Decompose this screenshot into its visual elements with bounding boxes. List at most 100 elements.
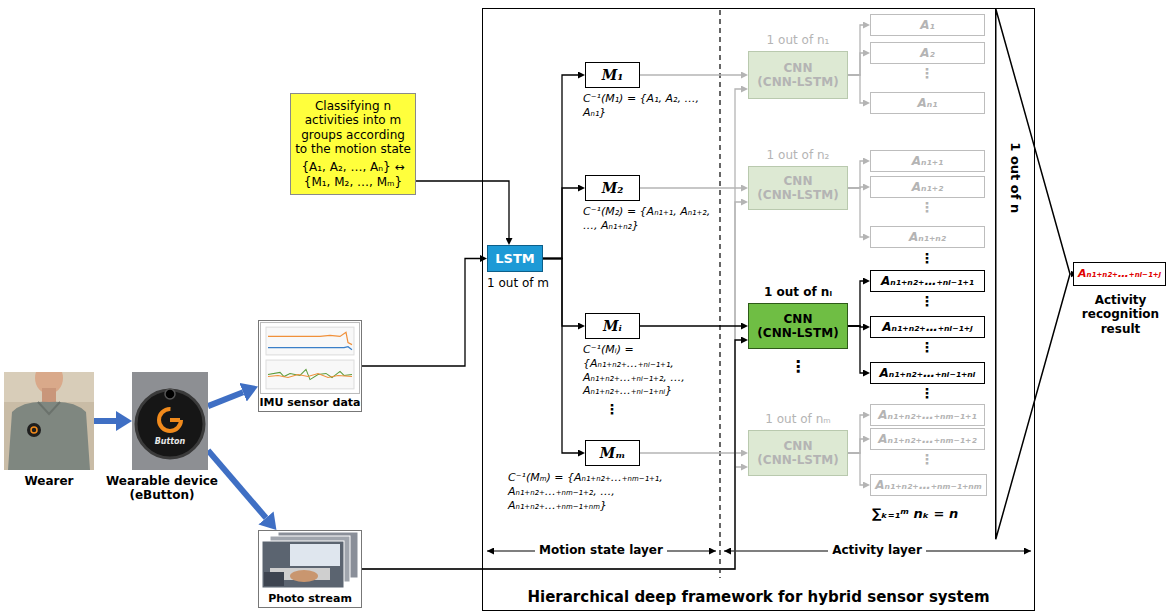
- connector-arrow: [848, 453, 863, 485]
- text-word: Mₘ}: [377, 175, 402, 189]
- text-word: Aₙ₁₊ₙ₂₊…₊ₙₘ₋₁₊₁: [878, 408, 976, 422]
- connector-arrow: [848, 326, 863, 373]
- activity-box: Aₙ₁₊ₙ₂₊…₊ₙᵢ₋₁₊ⱼ: [870, 316, 985, 338]
- text-word: framework: [681, 588, 772, 606]
- activity-box: Aₙ₁₊ₙ₂₊…₊ₙₘ₋₁₊₂: [870, 428, 985, 450]
- text-word: C⁻¹(M₁): [583, 92, 623, 105]
- data-flow-arrow: [94, 418, 116, 424]
- result-box: Aₙ₁₊ₙ₂₊…₊ₙᵢ₋₁₊ⱼActivity recognition resu…: [1073, 262, 1166, 286]
- node-label: Mᵢ: [603, 318, 622, 335]
- text-word: groups: [301, 128, 342, 142]
- node-label: CNN (CNN-LSTM): [753, 61, 843, 90]
- text-word: Aₙ₁: [917, 96, 937, 110]
- node-label: Classifying n activities into m groups a…: [295, 99, 411, 157]
- text-word: =: [627, 92, 636, 105]
- node-label: CNN (CNN-LSTM): [753, 174, 843, 203]
- layer-name: Motion state layer: [535, 543, 667, 558]
- text-word: n: [949, 506, 958, 521]
- connector-arrow: [848, 53, 863, 75]
- text-word: (CNN-LSTM): [757, 326, 838, 340]
- text-word: Aₙ₁}: [583, 106, 606, 119]
- lstm-box: LSTM: [487, 245, 543, 272]
- text-word: layer: [629, 543, 663, 557]
- text-word: nᵢ: [821, 285, 832, 299]
- text-word: ⋮: [605, 401, 619, 417]
- text-word: M₂: [602, 180, 624, 196]
- text-word: {Aₙ₁₊ₙ₂₊…₊ₙᵢ₋₁₊₁,: [583, 357, 674, 370]
- node-label: M₁: [602, 67, 624, 84]
- text-word: of: [803, 285, 816, 299]
- activity-box: A₁: [870, 14, 985, 36]
- text-word: Aₙ₁₊ₙ₂₊…₊ₙᵢ₋₁₊ⱼ: [882, 320, 972, 334]
- connector-arrow: [543, 75, 578, 259]
- text-word: 1: [487, 276, 495, 290]
- text-word: ↔: [395, 160, 405, 174]
- node-label: A₁: [920, 18, 935, 32]
- text-word: 1: [765, 412, 773, 426]
- selection-note: 1 out of n₁: [748, 33, 848, 48]
- motion-state-box: Mᵢ: [585, 313, 640, 339]
- ellipsis-dots: ⋮: [920, 251, 934, 266]
- text-word: CNN: [784, 174, 813, 188]
- text-word: ∑ₖ₌₁ᵐ: [872, 506, 909, 521]
- text-word: CNN: [784, 61, 813, 75]
- node-label: Aₙ₁₊ₙ₂₊…₊ₙₘ₋₁₊₁: [878, 408, 976, 422]
- text-word: data: [333, 396, 361, 409]
- node-label: Aₙ₁₊ₙ₂₊…₊ₙᵢ₋₁₊₁: [881, 274, 974, 288]
- text-word: ⋮: [920, 339, 934, 355]
- node-label: Aₙ₁₊ₙ₂₊…₊ₙᵢ₋₁₊ⱼ: [882, 320, 972, 334]
- connector-arrow: [848, 439, 863, 453]
- ellipsis-dots: ⋮: [790, 358, 806, 376]
- activity-box: A₂: [870, 42, 985, 64]
- selection-note: 1 out of nₘ: [748, 412, 848, 427]
- node-label: M₂: [602, 180, 624, 197]
- data-flow-arrow: [208, 392, 243, 406]
- connector-arrow: [848, 161, 863, 188]
- text-word: stream: [308, 592, 352, 605]
- text-word: Aₙ₁₊ₙ₂₊…₊ₙᵢ₋₁₊₁: [881, 274, 974, 288]
- text-word: 1: [1008, 142, 1023, 151]
- text-word: Classifying: [315, 99, 380, 113]
- text-word: out: [776, 285, 799, 299]
- text-word: activities: [305, 113, 359, 127]
- text-word: Aₙ₁₊₂: [912, 180, 944, 194]
- text-word: Aₙ₁₊ₙ₂₊…₊ₙₘ₋₁₊₂: [878, 432, 976, 446]
- selection-note: 1 out of nᵢ: [748, 285, 848, 300]
- group-mapping: C⁻¹(Mₘ) = {Aₙ₁₊ₙ₂₊…₊ₙₘ₋₁₊₁, Aₙ₁₊ₙ₂₊…₊ₙₘ₋…: [508, 471, 713, 512]
- text-word: result: [1101, 322, 1141, 336]
- photo-illustration: [260, 532, 360, 590]
- node-label: Wearer: [4, 474, 94, 488]
- connector-arrow: [362, 202, 741, 569]
- text-word: =: [554, 471, 563, 484]
- text-word: Motion: [539, 543, 586, 557]
- connector-arrow: [640, 74, 741, 75]
- cnn-box: CNN (CNN-LSTM): [748, 430, 848, 476]
- node-label: A₂: [920, 46, 935, 60]
- text-word: of: [522, 276, 534, 290]
- imu-illustration: [260, 322, 360, 394]
- text-word: ⋮: [920, 293, 934, 309]
- text-word: Wearer: [24, 474, 73, 488]
- text-word: Wearable: [106, 474, 170, 488]
- text-word: motion: [335, 142, 377, 156]
- text-word: layer: [888, 543, 922, 557]
- text-word: Mᵢ: [603, 318, 622, 334]
- text-word: n₂: [817, 148, 829, 162]
- node-label: CNN (CNN-LSTM): [753, 312, 843, 341]
- connector-arrow: [848, 281, 863, 326]
- connector-arrow: [848, 75, 863, 103]
- text-word: m: [390, 113, 402, 127]
- text-word: M₂,: [334, 175, 353, 189]
- text-word: =: [934, 506, 945, 521]
- node-label: Hierarchical deep framework for hybrid s…: [483, 588, 1034, 606]
- text-word: …,: [600, 485, 615, 498]
- connector-arrow: [640, 325, 741, 326]
- node-label: Aₙ₁₊₂: [912, 180, 944, 194]
- text-word: 1: [764, 285, 772, 299]
- activity-box: Aₙ₁₊ₙ₂: [870, 226, 985, 248]
- ellipsis-dots: ⋮: [920, 66, 934, 81]
- motion-state-box: Mₘ: [585, 440, 640, 466]
- activity-box: Aₙ₁₊ₙ₂₊…₊ₙᵢ₋₁₊ₙᵢ: [870, 362, 985, 384]
- text-word: according: [346, 128, 405, 142]
- text-word: Aₙ₁₊ₙ₂: [909, 230, 946, 244]
